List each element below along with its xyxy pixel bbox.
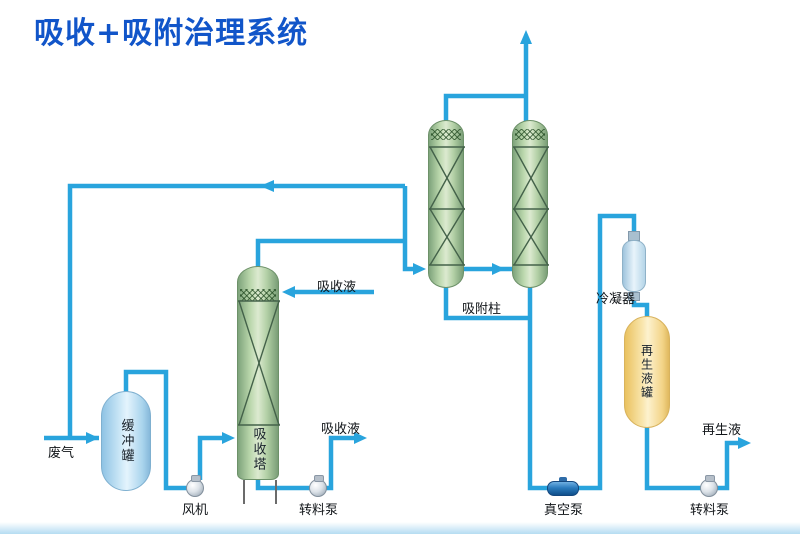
condenser-label: 冷凝器 — [596, 292, 636, 307]
buffer-tank-label: 缓冲罐 — [118, 418, 134, 464]
arrow-absorbent-in — [282, 286, 295, 298]
arrow-regen-out — [738, 437, 751, 449]
arrow-absorbent-out — [354, 432, 367, 444]
pipe-fan-to-tower — [197, 435, 225, 480]
condenser-body — [622, 240, 646, 292]
arrow-into-column-a — [413, 263, 426, 275]
fan-pump — [186, 475, 204, 497]
tower-internals — [238, 300, 280, 426]
absorbent-in-label: 吸收液 — [317, 280, 357, 295]
waste-gas-label: 废气 — [48, 446, 75, 461]
absorption-tower: 吸收塔 — [237, 266, 280, 480]
pipe-to-vacuum-pump — [527, 286, 548, 491]
transfer-pump-left-label: 转料泵 — [299, 503, 339, 518]
arrow-vent-up — [520, 30, 532, 44]
arrow-recycle-left — [260, 180, 274, 192]
adsorption-column-2 — [512, 120, 549, 288]
pipe-regen-outlet — [712, 440, 740, 491]
pipe-to-adsorption-columns — [402, 186, 414, 272]
regeneration-tank-label: 再生液罐 — [639, 344, 654, 400]
buffer-tank: 缓冲罐 — [101, 391, 151, 491]
regeneration-tank: 再生液罐 — [624, 316, 670, 428]
vacuum-pump-label: 真空泵 — [544, 503, 584, 518]
condenser — [622, 231, 646, 301]
adsorption-column-1 — [428, 120, 465, 288]
pipe-absorbent-outlet — [325, 435, 357, 491]
transfer-pump-left — [309, 475, 327, 497]
condenser-bottom-nozzle — [628, 292, 640, 301]
arrow-fan-outlet — [222, 432, 235, 444]
transfer-pump-right-label: 转料泵 — [690, 503, 730, 518]
tower-legs — [243, 480, 277, 504]
pipe-tank-to-fan — [123, 369, 188, 491]
absorbent-out-label: 吸收液 — [321, 422, 361, 437]
pipe-vent-header — [443, 93, 526, 122]
packing-hatch — [515, 129, 545, 140]
packing-hatch — [431, 129, 461, 140]
pipe-tower-bottoms — [255, 476, 310, 491]
column-internals — [429, 146, 465, 266]
adsorption-columns-label: 吸附柱 — [462, 302, 502, 317]
pipe-tank-to-pump — [644, 426, 701, 491]
pipe-vacuum-to-condenser — [577, 213, 637, 491]
arrow-waste-gas — [86, 432, 99, 444]
packing-hatch — [240, 289, 276, 301]
arrow-inter-column — [492, 263, 505, 275]
vacuum-pump-nozzle — [559, 477, 567, 483]
page-title: 吸收+吸附治理系统 — [34, 16, 309, 51]
pipe-tower-top-header — [255, 238, 405, 268]
column-internals — [513, 146, 549, 266]
fan-label: 风机 — [182, 503, 209, 518]
vacuum-pump-body — [547, 481, 579, 496]
absorption-tower-label: 吸收塔 — [250, 427, 266, 472]
pipe-bottom-manifold — [443, 286, 530, 321]
pipe-recycle-line — [67, 183, 405, 438]
vacuum-pump — [547, 477, 579, 496]
bottom-accent-bar — [0, 522, 800, 534]
transfer-pump-right — [700, 475, 718, 497]
regen-liquid-label: 再生液 — [702, 423, 742, 438]
